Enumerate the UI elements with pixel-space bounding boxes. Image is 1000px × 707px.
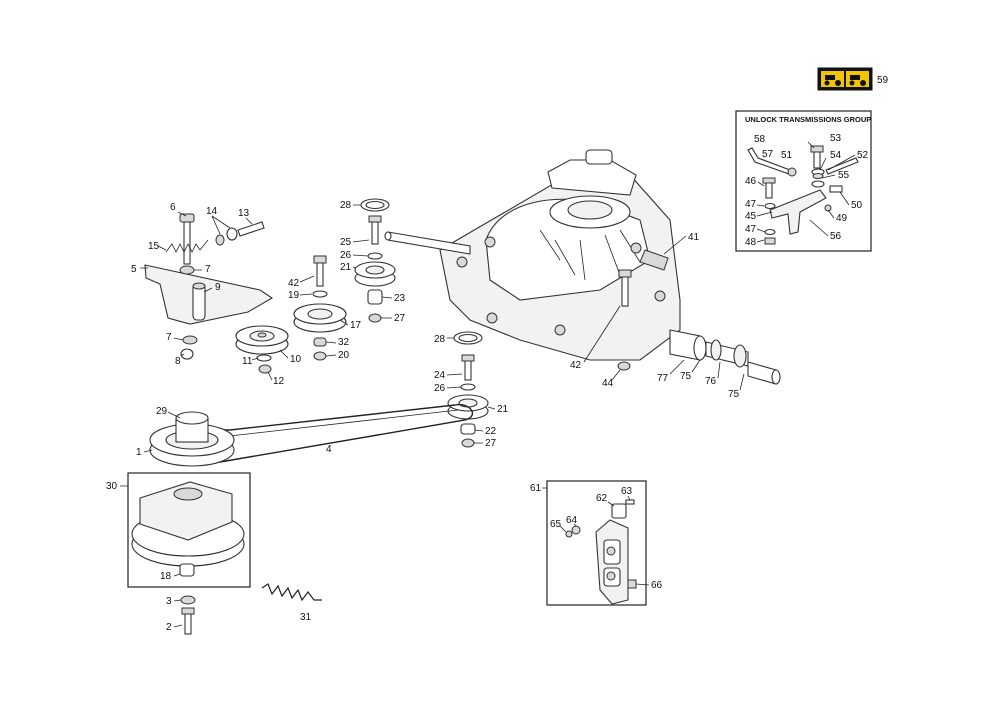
inset-title: UNLOCK TRANSMISSIONS GROUP (745, 115, 871, 124)
callout-2: 2 (166, 622, 172, 633)
engine-pulley: 29 1 (136, 406, 235, 467)
callout-42: 42 (570, 360, 582, 371)
transmission-unit: 41 42 44 77 75 76 75 (384, 149, 781, 400)
callout-21: 21 (497, 404, 509, 415)
callout-6: 6 (170, 202, 176, 213)
pulley-21-upper: 28 25 26 21 23 27 (340, 198, 406, 324)
callout-51: 51 (781, 150, 793, 161)
idler-pulley-10: 10 11 12 (235, 325, 302, 387)
callout-58: 58 (754, 134, 766, 145)
callout-31: 31 (300, 612, 312, 623)
callout-56: 56 (830, 231, 842, 242)
callout-9: 9 (215, 282, 221, 293)
callout-28: 28 (434, 334, 446, 345)
callout-52: 52 (857, 150, 869, 161)
callout-75: 75 (728, 389, 740, 400)
model-badge: 59 (817, 67, 889, 91)
callout-1: 1 (136, 447, 142, 458)
callout-75: 75 (680, 371, 692, 382)
callout-27: 27 (485, 438, 497, 449)
callout-44: 44 (602, 378, 614, 389)
tractor-icon (824, 75, 841, 86)
callout-62: 62 (596, 493, 608, 504)
callout-76: 76 (705, 376, 717, 387)
callout-13: 13 (238, 208, 250, 219)
callout-57: 57 (762, 149, 774, 160)
callout-29: 29 (156, 406, 168, 417)
callout-17: 17 (350, 320, 362, 331)
callout-18: 18 (160, 571, 172, 582)
callout-23: 23 (394, 293, 406, 304)
callout-5: 5 (131, 264, 137, 275)
callout-26: 26 (340, 250, 352, 261)
callout-64: 64 (566, 515, 578, 526)
electric-clutch-inset: 30 18 (106, 472, 251, 588)
idler-bracket-group: 6 14 13 15 7 5 9 7 8 (131, 202, 274, 367)
callout-10: 10 (290, 354, 302, 365)
callout-46: 46 (745, 176, 757, 187)
callout-49: 49 (836, 213, 848, 224)
callout-11: 11 (242, 356, 253, 367)
callout-15: 15 (148, 241, 160, 252)
callout-59: 59 (877, 75, 889, 86)
callout-53: 53 (830, 133, 842, 144)
idler-pulley-17: 42 19 17 32 20 (288, 255, 362, 361)
callout-19: 19 (288, 290, 300, 301)
callout-32: 32 (338, 337, 350, 348)
callout-45: 45 (745, 211, 757, 222)
callout-8: 8 (175, 356, 181, 367)
callout-21: 21 (340, 262, 352, 273)
callout-61: 61 (530, 483, 542, 494)
callout-50: 50 (851, 200, 863, 211)
tension-spring: 31 (261, 583, 322, 623)
callout-26: 26 (434, 383, 446, 394)
tractor-icon (849, 75, 866, 86)
callout-47: 47 (745, 199, 757, 210)
callout-63: 63 (621, 486, 633, 497)
clutch-bolt: 3 2 (166, 595, 196, 635)
safety-switch-inset: 61 62 63 64 65 66 (530, 480, 663, 606)
callout-12: 12 (273, 376, 285, 387)
callout-41: 41 (688, 232, 700, 243)
callout-65: 65 (550, 519, 562, 530)
callout-28: 28 (340, 200, 352, 211)
callout-7: 7 (205, 264, 211, 275)
callout-55: 55 (838, 170, 850, 181)
callout-20: 20 (338, 350, 350, 361)
callout-3: 3 (166, 596, 172, 607)
callout-27: 27 (394, 313, 406, 324)
callout-42: 42 (288, 278, 300, 289)
callout-47: 47 (745, 224, 757, 235)
callout-22: 22 (485, 426, 497, 437)
callout-7: 7 (166, 332, 172, 343)
unlock-transmissions-inset: UNLOCK TRANSMISSIONS GROUP 58 57 51 53 5… (735, 110, 872, 252)
callout-66: 66 (651, 580, 663, 591)
callout-48: 48 (745, 237, 757, 248)
callout-14: 14 (206, 206, 218, 217)
callout-4: 4 (326, 444, 332, 455)
callout-30: 30 (106, 481, 118, 492)
callout-77: 77 (657, 373, 669, 384)
callout-54: 54 (830, 150, 842, 161)
pulley-21-lower: 28 24 26 21 22 27 (434, 331, 509, 449)
callout-25: 25 (340, 237, 352, 248)
callout-24: 24 (434, 370, 446, 381)
